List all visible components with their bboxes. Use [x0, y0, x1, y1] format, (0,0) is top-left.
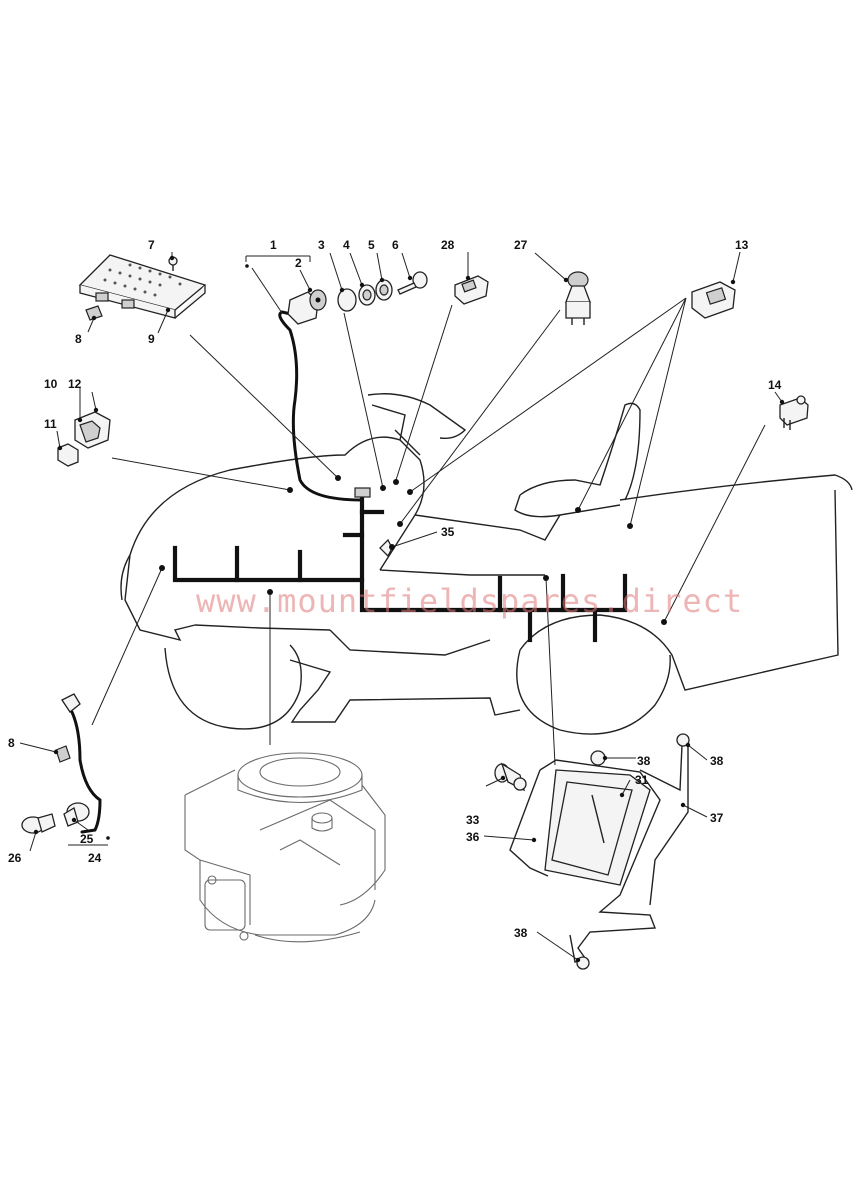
fuse-holder-icon [57, 443, 79, 467]
callout-10: 10 [44, 377, 58, 391]
light-switch-icon [691, 281, 736, 319]
callout-37: 37 [710, 811, 724, 825]
tractor-outline-icon [120, 393, 853, 735]
headlight-cable-icon [21, 693, 102, 834]
callout-6: 6 [392, 238, 399, 252]
callout-33: 33 [466, 813, 480, 827]
callout-31: 31 [635, 773, 649, 787]
callout-27: 27 [514, 238, 528, 252]
engine-outline-icon [184, 752, 386, 943]
terminal-cover-icon [494, 762, 527, 792]
key-icon [397, 271, 428, 295]
callout-36: 36 [466, 830, 480, 844]
callout-35: 35 [441, 525, 455, 539]
ignition-switch-icon [287, 289, 327, 325]
wiring-harness [172, 310, 628, 643]
relay-board-icon [78, 254, 207, 319]
callout-1: 1 [270, 238, 277, 252]
callout-13: 13 [735, 238, 749, 252]
washer-icon [337, 279, 393, 312]
callout-14: 14 [768, 378, 782, 392]
rocker-switch-icon [454, 275, 489, 305]
callout-26: 26 [8, 851, 22, 865]
relay-icon [74, 411, 111, 449]
callout-8b: 8 [8, 736, 15, 750]
callout-labels: 1 2 3 4 5 6 7 8 9 10 12 11 28 27 13 14 3… [8, 238, 782, 940]
callout-24: 24 [88, 851, 102, 865]
fuse-clip-icon [85, 305, 103, 321]
callout-9: 9 [148, 332, 155, 346]
callout-25: 25 [80, 832, 94, 846]
micro-switch-icon [779, 395, 809, 430]
leader-dots [33, 255, 785, 963]
harness-connector-icon [354, 487, 371, 498]
callout-3: 3 [318, 238, 325, 252]
watermark-text: www.mountfieldspares.direct [196, 582, 743, 620]
callout-4: 4 [343, 238, 350, 252]
callout-12: 12 [68, 377, 82, 391]
callout-38b: 38 [710, 754, 724, 768]
battery-tray-icon [509, 733, 690, 970]
callout-2: 2 [295, 256, 302, 270]
callout-7: 7 [148, 238, 155, 252]
callout-11: 11 [44, 417, 57, 431]
callout-38a: 38 [637, 754, 651, 768]
leader-lines [19, 251, 783, 961]
callout-5: 5 [368, 238, 375, 252]
callout-38c: 38 [514, 926, 528, 940]
callout-8a: 8 [75, 332, 82, 346]
choke-button-icon [565, 271, 591, 325]
callout-28: 28 [441, 238, 455, 252]
